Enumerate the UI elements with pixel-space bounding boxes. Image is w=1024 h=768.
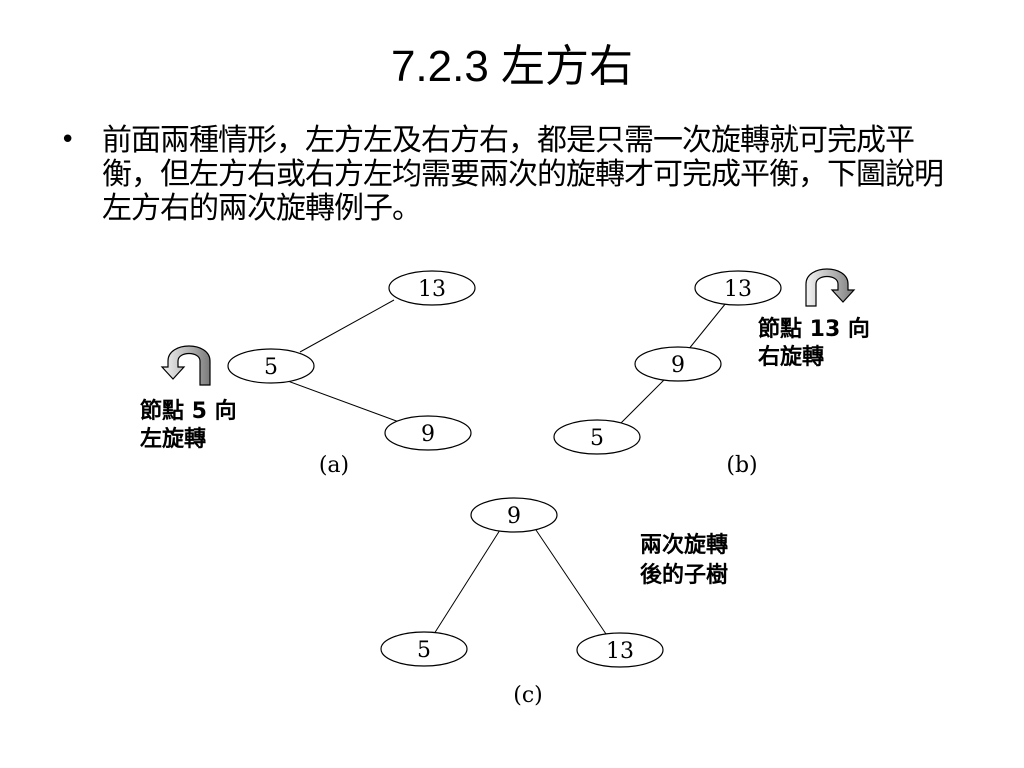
- edge-9-5-c: [433, 529, 501, 635]
- edge-9-5: [619, 379, 665, 425]
- tree-c: 9 5 13 兩次旋轉 後的子樹 (c): [380, 497, 728, 708]
- tree-c-node-9: 9: [470, 497, 558, 533]
- tree-a-label: (a): [319, 453, 349, 478]
- slide-title: 7.2.3 左方右: [390, 42, 634, 91]
- tree-a: 13 5 9 節點 5 向 左旋轉 (a): [140, 270, 476, 478]
- tree-a-node-13-label: 13: [418, 277, 446, 302]
- tree-b-note-line1: 節點 13 向: [758, 316, 870, 342]
- tree-c-node-5-label: 5: [417, 638, 431, 663]
- tree-c-node-13-label: 13: [606, 639, 634, 664]
- tree-b: 13 9 5 節點 13 向 右旋轉 (b): [553, 268, 870, 478]
- tree-a-node-13: 13: [388, 270, 476, 306]
- tree-c-note-line2: 後的子樹: [640, 562, 728, 588]
- tree-b-note-line2: 右旋轉: [758, 344, 824, 370]
- tree-b-node-9-label: 9: [671, 353, 685, 378]
- tree-c-label: (c): [513, 683, 543, 708]
- tree-c-node-9-label: 9: [507, 504, 521, 529]
- rotate-right-arrow-icon: [805, 268, 856, 307]
- tree-a-node-5: 5: [227, 348, 315, 384]
- bullet-point: • 前面兩種情形，左方左及右方右，都是只需一次旋轉就可完成平衡，但左方右或右方左…: [60, 124, 960, 226]
- bullet-text: 前面兩種情形，左方左及右方右，都是只需一次旋轉就可完成平衡，但左方右或右方左均需…: [102, 123, 944, 226]
- tree-c-node-5: 5: [380, 631, 468, 667]
- rotate-left-arrow-icon: [160, 345, 211, 386]
- tree-b-node-9: 9: [634, 346, 722, 382]
- tree-b-node-13: 13: [694, 270, 782, 306]
- tree-b-node-5: 5: [553, 419, 641, 455]
- edge-13-9: [687, 302, 727, 351]
- tree-a-node-9-label: 9: [421, 422, 435, 447]
- edge-9-13-c: [535, 529, 607, 635]
- tree-c-note-line1: 兩次旋轉: [640, 532, 728, 558]
- tree-c-node-13: 13: [576, 632, 664, 668]
- tree-b-label: (b): [726, 453, 757, 478]
- tree-a-node-9: 9: [384, 415, 472, 451]
- tree-a-note-line1: 節點 5 向: [140, 398, 237, 424]
- edge-5-9: [284, 379, 411, 427]
- tree-b-node-13-label: 13: [724, 277, 752, 302]
- edge-13-5: [299, 299, 395, 353]
- bullet-dot-icon: •: [60, 125, 76, 155]
- tree-a-note-line2: 左旋轉: [140, 426, 206, 452]
- tree-b-node-5-label: 5: [590, 426, 604, 451]
- tree-a-node-5-label: 5: [264, 355, 278, 380]
